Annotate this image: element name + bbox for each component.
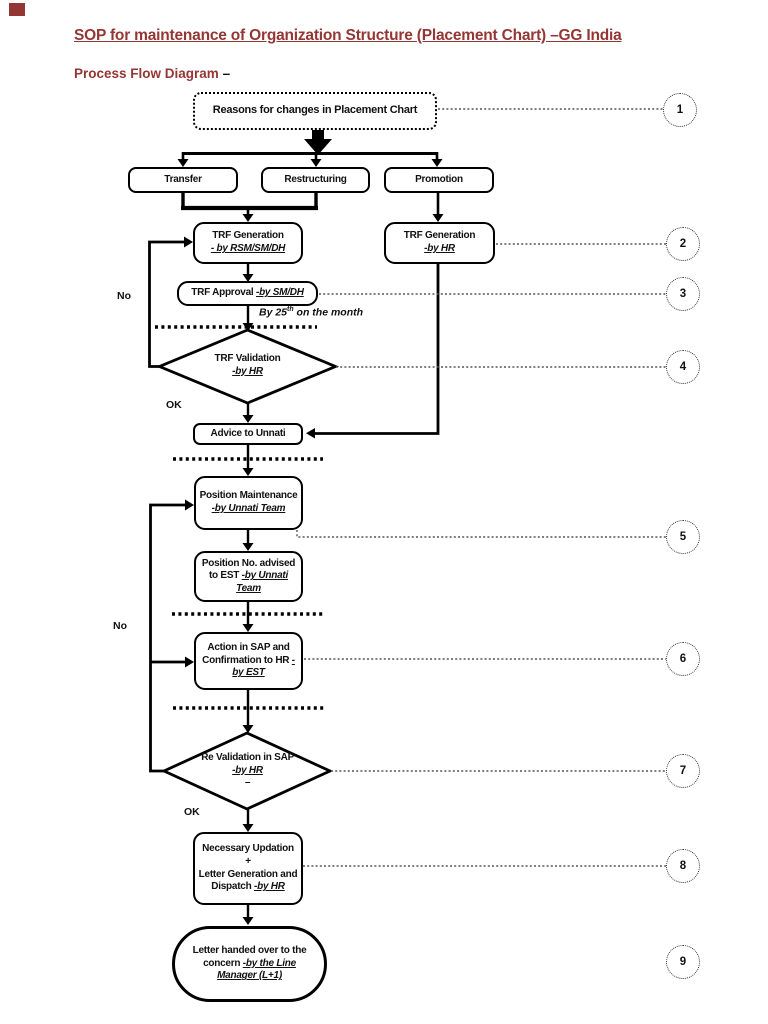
label-no-lower: No	[113, 620, 127, 632]
node-promotion: Promotion	[384, 167, 494, 193]
branch-drops	[181, 152, 439, 160]
trfhr-to-advice	[314, 263, 440, 435]
red-corner-block	[9, 3, 25, 16]
step-circle-8: 8	[666, 849, 700, 883]
step-circle-1: 1	[663, 93, 697, 127]
trf-validation-diamond	[155, 328, 340, 405]
merge-drops	[181, 193, 318, 208]
phase-separators	[155, 325, 325, 710]
fat-down-arrow	[304, 124, 332, 155]
section-heading: Process Flow Diagram –	[74, 66, 231, 81]
node-trf-generation-hr: TRF Generation -by HR	[384, 222, 495, 264]
node-reasons-for-changes: Reasons for changes in Placement Chart	[193, 92, 437, 130]
step-circle-7: 7	[666, 754, 700, 788]
step-circle-6: 6	[666, 642, 700, 676]
no-loop-upper	[148, 240, 184, 368]
node-position-no-advised: Position No. advised to EST -by Unnati T…	[194, 551, 303, 602]
node-advice-to-unnati: Advice to Unnati	[193, 423, 303, 445]
by-25th-deadline-note: By 25th on the month	[259, 306, 364, 319]
node-trf-generation-field: TRF Generation - by RSM/SM/DH	[193, 222, 303, 264]
step-circle-9: 9	[666, 945, 700, 979]
re-validation-diamond	[160, 731, 334, 811]
step-circle-3: 3	[666, 277, 700, 311]
node-action-in-sap: Action in SAP and Confirmation to HR -by…	[194, 632, 303, 690]
no-loop-lower	[149, 503, 185, 773]
step-circle-4: 4	[666, 350, 700, 384]
heading-dash: –	[222, 66, 231, 81]
node-letter-handover: Letter handed over to the concern -by th…	[172, 926, 327, 1002]
node-position-maintenance: Position Maintenance -by Unnati Team	[194, 476, 303, 530]
node-restructuring: Restructuring	[261, 167, 370, 193]
label-no-upper: No	[117, 290, 131, 302]
dotted-reference-lines	[296, 108, 666, 867]
node-necessary-updation: Necessary Updation + Letter Generation a…	[193, 832, 303, 905]
step-circle-2: 2	[666, 227, 700, 261]
label-ok-lower: OK	[184, 806, 200, 818]
node-trf-approval: TRF Approval -by SM/DH	[177, 281, 318, 306]
page-title: SOP for maintenance of Organization Stru…	[74, 27, 622, 44]
step-circle-5: 5	[666, 520, 700, 554]
arrowheads	[177, 159, 444, 925]
label-ok-upper: OK	[166, 399, 182, 411]
decision-re-validation: Re Validation in SAP -by HR –	[201, 752, 294, 789]
node-transfer: Transfer	[128, 167, 238, 193]
decision-trf-validation: TRF Validation -by HR	[214, 353, 281, 377]
